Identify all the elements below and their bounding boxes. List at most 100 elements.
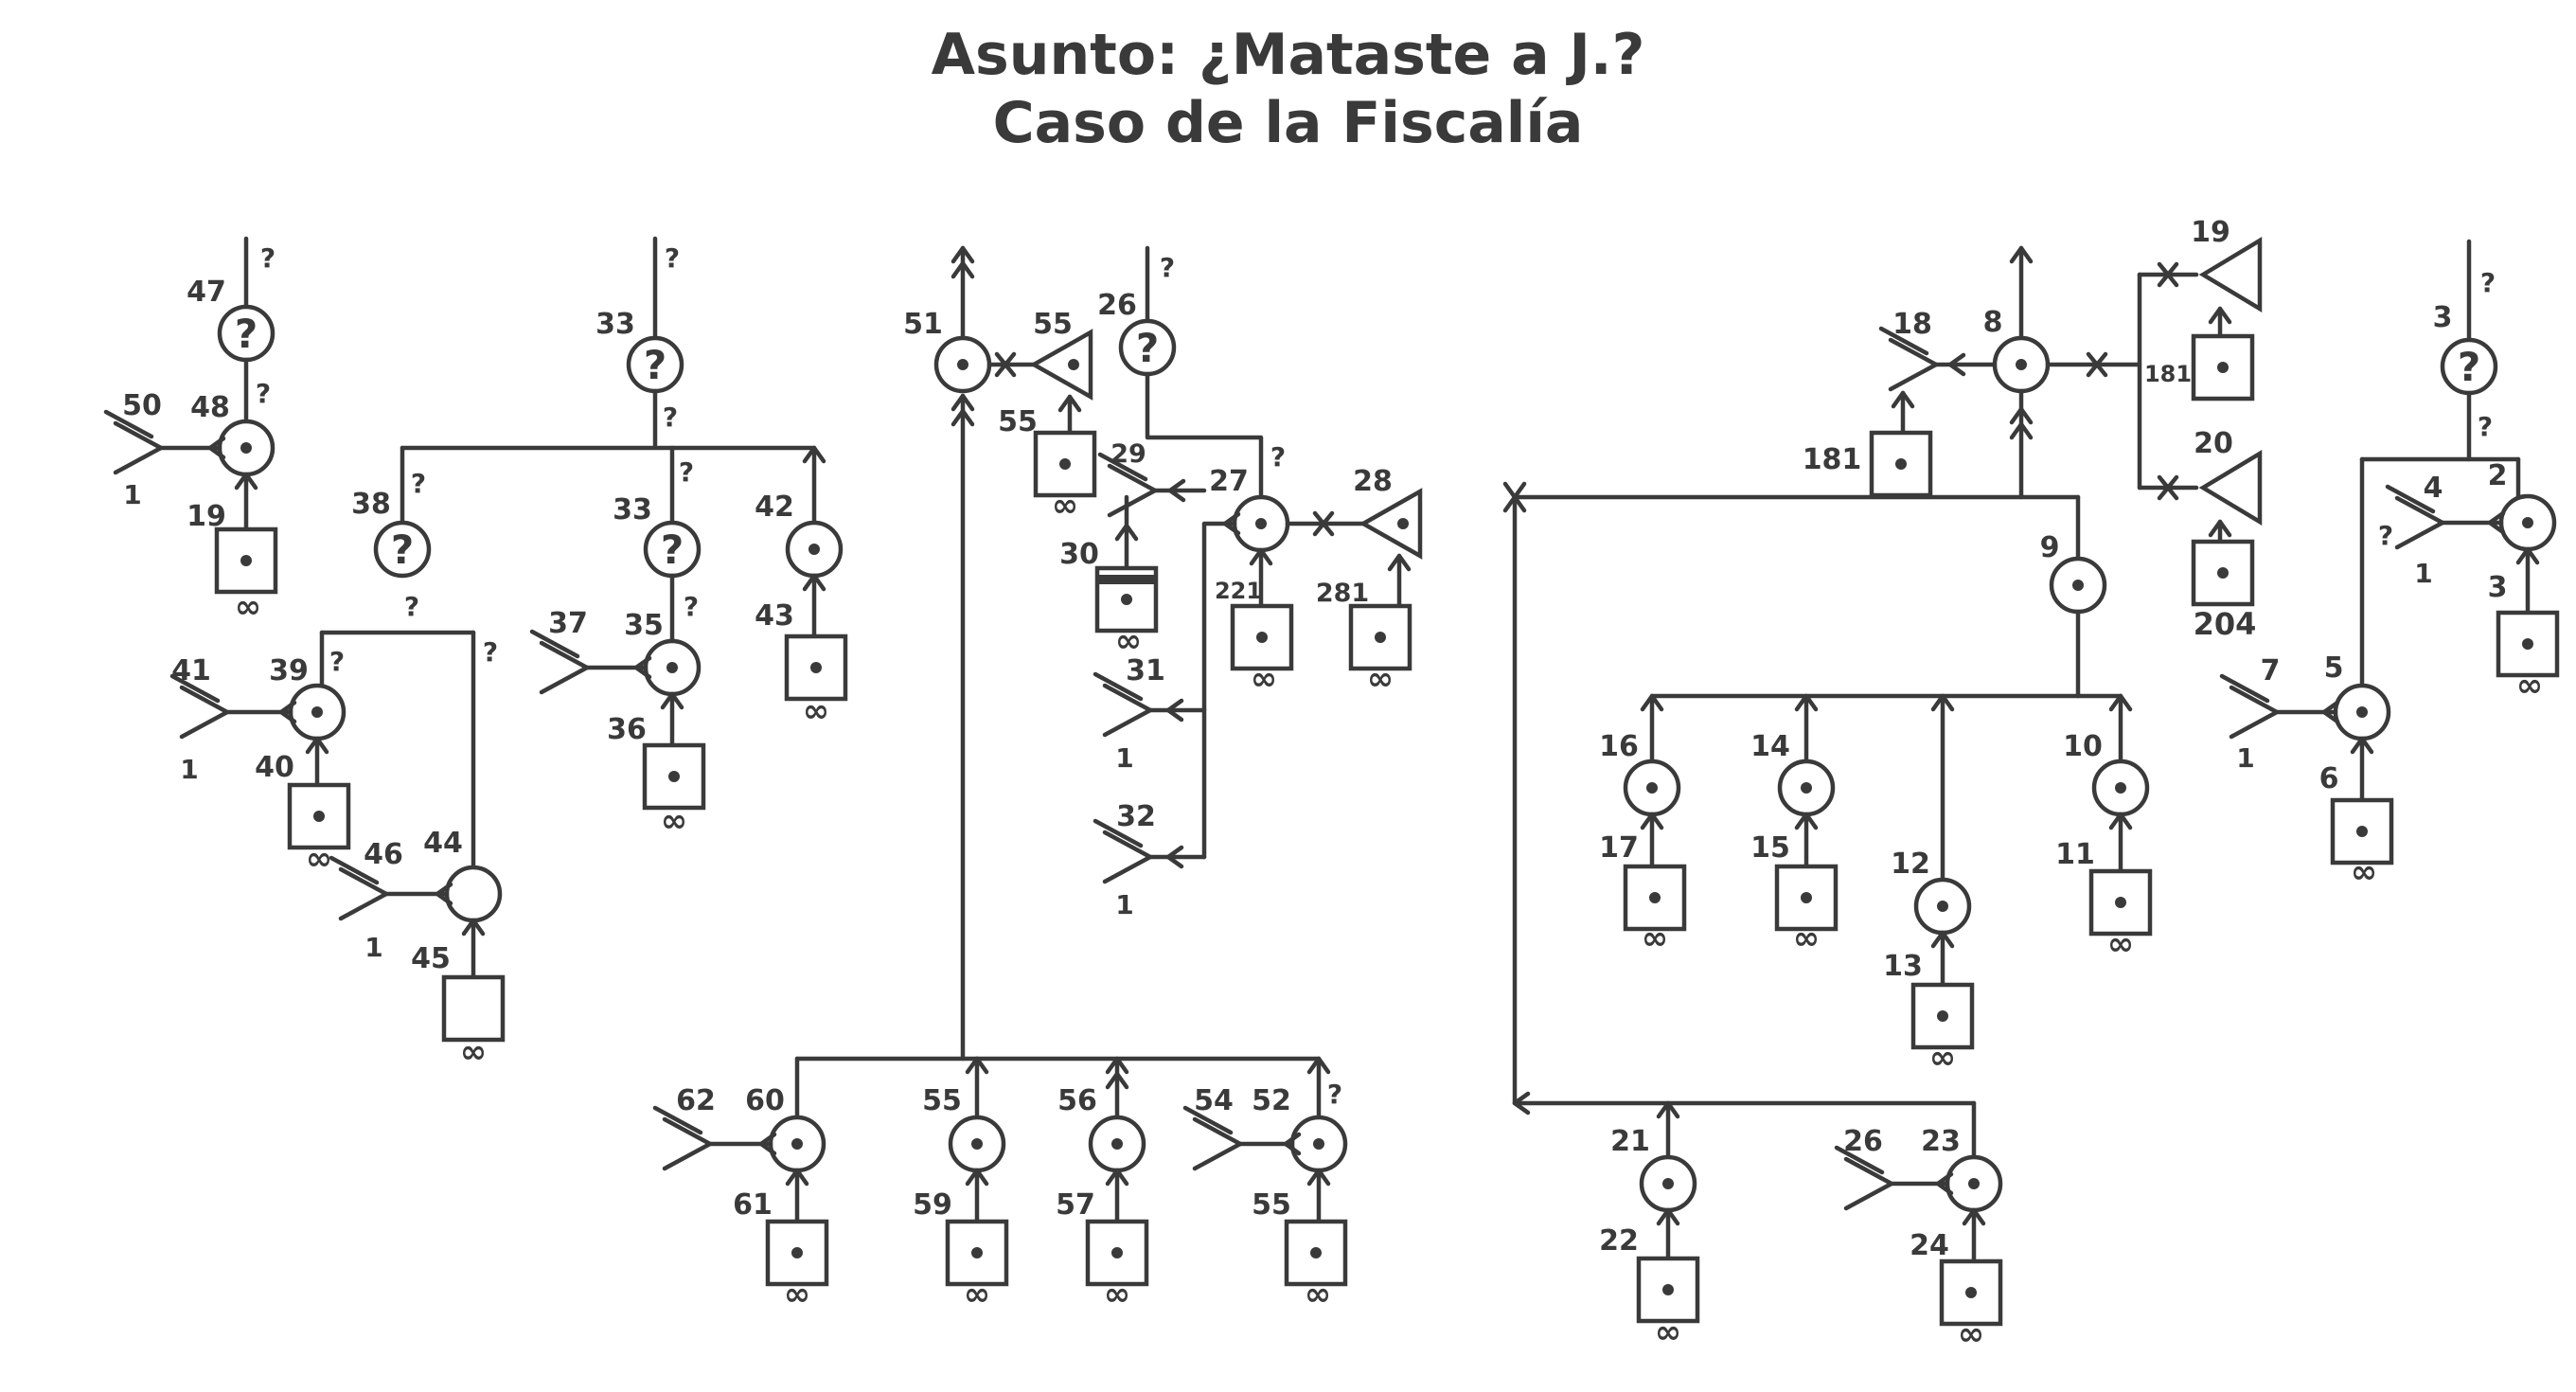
- node-label: 59: [913, 1188, 952, 1222]
- question-mark: ?: [2458, 344, 2480, 390]
- connector-line: [1656, 1207, 1680, 1226]
- node-label: ∞: [1655, 1313, 1681, 1351]
- node-label: 181: [2144, 361, 2192, 387]
- connector-line: [1502, 494, 1527, 513]
- square-empty-node: [441, 974, 506, 1043]
- node-label: 1: [180, 754, 198, 785]
- node-label: 48: [190, 391, 230, 424]
- connector-line: [1167, 478, 1186, 503]
- node-label: 5: [2324, 651, 2344, 685]
- node-label: 40: [255, 751, 294, 784]
- connector-line: [1105, 1168, 1129, 1187]
- connector-line: [1105, 1056, 1129, 1075]
- connector-line: [1165, 698, 1184, 723]
- node-label: 1: [1115, 742, 1133, 774]
- node-label: 46: [364, 838, 403, 871]
- connector-line: [1891, 390, 1915, 409]
- node-label: 1: [364, 932, 382, 963]
- node-dot: [971, 1247, 983, 1258]
- node-label: 56: [1057, 1084, 1097, 1117]
- circle-question-node: [373, 520, 432, 579]
- node-label: 21: [1610, 1125, 1650, 1158]
- node-label: 7: [2261, 654, 2281, 687]
- question-mark: ?: [235, 311, 258, 357]
- node-label: 9: [2040, 531, 2060, 564]
- node-label: 20: [2194, 427, 2233, 460]
- node-label: 3: [2433, 301, 2453, 334]
- connector-line: [660, 691, 684, 710]
- node-label: 37: [548, 607, 588, 640]
- node-label: ?: [483, 636, 498, 668]
- node-label: ∞: [1958, 1315, 1984, 1353]
- node-label: ?: [1327, 1079, 1342, 1110]
- node-dot: [1111, 1247, 1123, 1258]
- connector-line: [2208, 306, 2232, 325]
- node-label: 16: [1599, 730, 1639, 763]
- node-dot: [2115, 782, 2126, 794]
- node-label: ∞: [1305, 1276, 1331, 1313]
- node-label: 1: [1115, 889, 1133, 920]
- node-label: 221: [1215, 578, 1262, 604]
- node-dot: [808, 544, 820, 555]
- square-dot-node: [1623, 864, 1687, 932]
- connector-line: [113, 420, 164, 451]
- question-mark: ?: [391, 526, 414, 573]
- connector-line: [1306, 1056, 1331, 1075]
- node-label: ?: [1270, 441, 1286, 473]
- node-label: ∞: [1793, 919, 1820, 957]
- connector-line: [1947, 352, 1966, 377]
- node-label: 62: [676, 1084, 716, 1117]
- connector-line: [338, 891, 389, 921]
- bar-mark: [1097, 575, 1156, 584]
- node-label: 281: [1316, 579, 1369, 608]
- connector-line: [2208, 519, 2232, 538]
- node-label: ?: [256, 378, 271, 409]
- node-dot: [1649, 892, 1661, 903]
- node-dot: [1662, 1178, 1674, 1189]
- connector-line: [652, 1105, 703, 1135]
- connector-line: [2229, 709, 2280, 740]
- connector-line: [1165, 845, 1184, 869]
- node-label: ?: [260, 242, 275, 274]
- node-label: 8: [1983, 306, 2003, 339]
- node-dot: [313, 811, 325, 822]
- node-label: ∞: [1367, 660, 1394, 698]
- node-dot: [2522, 638, 2533, 650]
- connector-line: [1312, 510, 1335, 537]
- connector-line: [1145, 371, 1264, 500]
- connector-line: [1192, 1116, 1243, 1147]
- node-label: 12: [1891, 848, 1930, 881]
- node-label: 39: [269, 654, 309, 687]
- node-dot: [957, 359, 968, 370]
- node-label: 55: [998, 405, 1038, 438]
- connector-line: [1057, 394, 1082, 413]
- connector-line: [1102, 830, 1153, 860]
- connector-line: [802, 445, 826, 464]
- node-dot: [1375, 632, 1386, 643]
- connector-line: [2108, 693, 2133, 712]
- connector-line: [1930, 930, 1955, 949]
- node-dot: [2072, 580, 2084, 591]
- node-label: 55: [1252, 1188, 1291, 1222]
- connector-line: [539, 640, 590, 670]
- connector-line: [329, 855, 380, 885]
- node-label: 3: [2488, 571, 2508, 604]
- node-label: 33: [595, 308, 635, 341]
- connector-line: [758, 1132, 777, 1156]
- connector-line: [207, 436, 226, 460]
- node-dot: [2522, 517, 2533, 528]
- connector-line: [1640, 693, 1664, 712]
- connector-line: [2321, 700, 2340, 724]
- node-dot: [1662, 1284, 1674, 1295]
- connector-line: [435, 882, 453, 906]
- connector-line: [965, 1168, 989, 1187]
- connector-line: [1222, 511, 1241, 536]
- diagram-title: Asunto: ¿Mataste a J.? Caso de la Fiscal…: [0, 21, 2576, 157]
- node-label: 61: [733, 1188, 773, 1222]
- node-label: 28: [1353, 465, 1393, 498]
- connector-line: [662, 1116, 713, 1147]
- connector-line: [1843, 1156, 1894, 1187]
- node-label: 54: [1194, 1084, 1234, 1117]
- connector-line: [1512, 1091, 1531, 1115]
- node-dot: [1111, 1138, 1123, 1150]
